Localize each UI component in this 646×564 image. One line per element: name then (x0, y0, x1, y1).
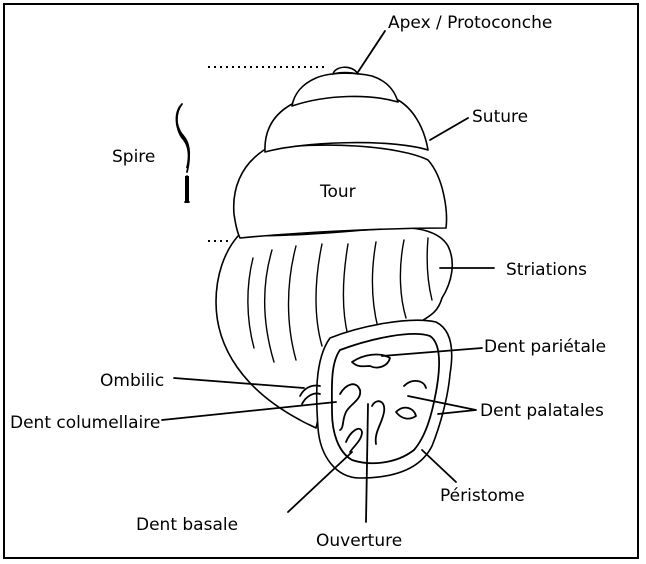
label-dent-palatales: Dent palatales (480, 401, 604, 421)
apex-tip (333, 67, 358, 74)
label-suture: Suture (472, 107, 528, 127)
peristome-leader (422, 450, 456, 482)
upper-whorl (265, 96, 428, 152)
label-tour: Tour (319, 182, 356, 202)
label-striations: Striations (506, 260, 587, 280)
suture-leader (430, 118, 468, 140)
label-ouverture: Ouverture (316, 531, 402, 551)
label-dent-columellaire: Dent columellaire (10, 413, 160, 433)
label-spire: Spire (112, 147, 155, 167)
label-dent-parietale: Dent pariétale (484, 337, 606, 357)
label-dent-basale: Dent basale (136, 515, 238, 535)
peristome (317, 320, 452, 478)
label-ombilic: Ombilic (100, 371, 164, 391)
label-apex: Apex / Protoconche (388, 13, 552, 33)
label-peristome: Péristome (440, 486, 525, 506)
apex-leader (358, 31, 385, 72)
dent-basale-leader (288, 452, 352, 512)
